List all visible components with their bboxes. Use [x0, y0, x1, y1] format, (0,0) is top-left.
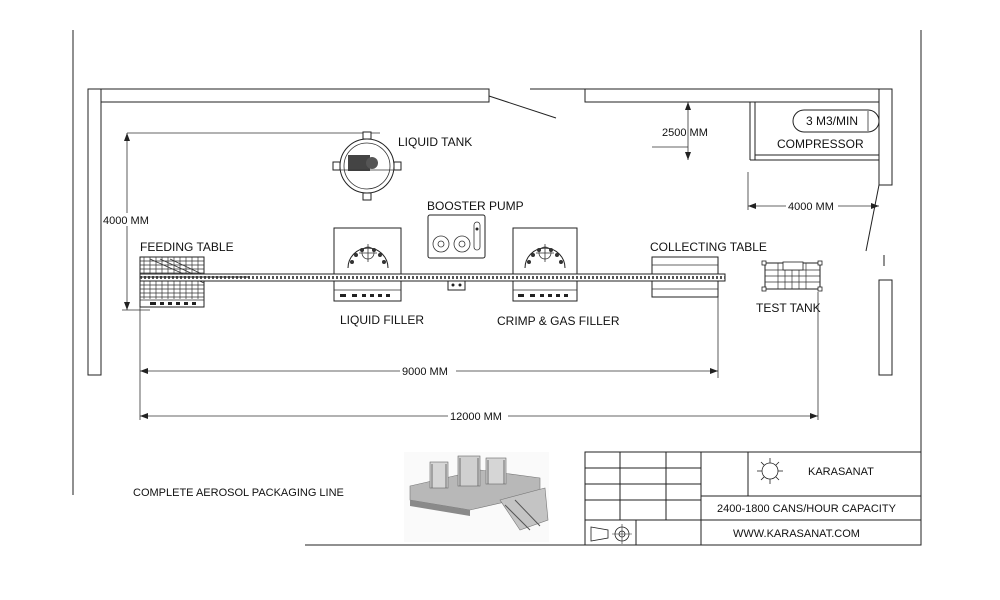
- drawing-caption: COMPLETE AEROSOL PACKAGING LINE: [133, 487, 344, 499]
- crimp-gas-filler-label: CRIMP & GAS FILLER: [497, 314, 620, 328]
- liquid-tank-label: LIQUID TANK: [398, 135, 472, 149]
- booster-pump-label: BOOSTER PUMP: [427, 199, 524, 213]
- conveyor: [139, 273, 726, 282]
- projection-symbol-icon: [590, 524, 632, 544]
- website-text: WWW.KARASANAT.COM: [733, 528, 860, 540]
- feeding-table-label: FEEDING TABLE: [140, 240, 234, 254]
- dimension-line-length-label: 9000 MM: [402, 366, 448, 378]
- dimension-total-length: [139, 292, 819, 422]
- test-tank: [761, 260, 823, 292]
- test-tank-label: TEST TANK: [756, 301, 821, 315]
- collecting-table-label: COLLECTING TABLE: [650, 240, 767, 254]
- feeding-table: [139, 256, 205, 308]
- dimension-total-length-label: 12000 MM: [450, 411, 502, 423]
- dimension-compressor-depth-label: 2500 MM: [662, 127, 708, 139]
- compressor-unit: [792, 109, 880, 133]
- liquid-tank: [332, 131, 402, 201]
- dimension-compressor-depth: [652, 102, 691, 160]
- dimension-room-depth-label: 4000 MM: [103, 215, 149, 227]
- packaging-line-illustration: [404, 452, 549, 542]
- title-block: [584, 451, 922, 546]
- dimension-line-length: [139, 297, 719, 378]
- booster-pump: [427, 214, 486, 291]
- dimension-compressor-width-label: 4000 MM: [788, 201, 834, 213]
- liquid-filler: [333, 227, 402, 302]
- dimension-room-depth: [102, 132, 380, 311]
- company-name: KARASANAT: [808, 466, 874, 478]
- compressor-label: COMPRESSOR: [777, 137, 864, 151]
- crimp-gas-filler: [512, 227, 578, 302]
- compressor-room: [749, 102, 879, 161]
- room-walls: [87, 88, 893, 376]
- capacity-text: 2400-1800 CANS/HOUR CAPACITY: [717, 503, 897, 515]
- dimension-compressor-width: [747, 172, 879, 212]
- karasanat-logo-icon: [757, 458, 783, 484]
- compressor-capacity-label: 3 M3/MIN: [806, 114, 858, 128]
- liquid-filler-label: LIQUID FILLER: [340, 313, 424, 327]
